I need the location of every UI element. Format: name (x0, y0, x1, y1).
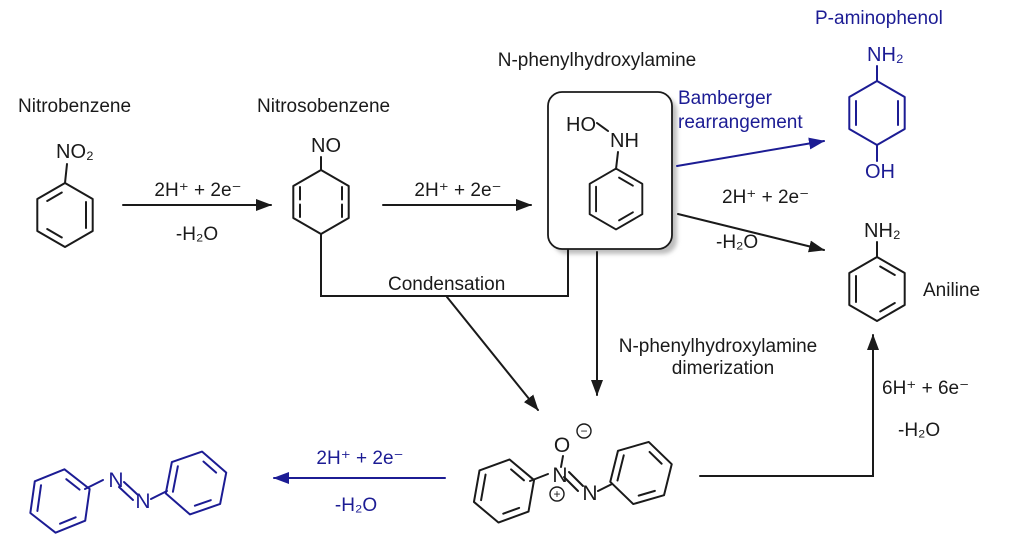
azoxy-n-ring-bond (597, 483, 613, 492)
nphenylhydroxylamine-label: N-phenylhydroxylamine (498, 50, 697, 71)
condensation-connector (320, 233, 569, 297)
paminophenol-label: P-aminophenol (815, 8, 943, 29)
step5-byproduct: -H₂O (335, 495, 377, 516)
paminophenol-nh2-label: NH₂ (867, 44, 904, 66)
azo-nn-double-bond-1 (123, 481, 139, 496)
dimerization-label-line2: dimerization (672, 358, 774, 379)
step3-arrow (677, 213, 825, 253)
nitrobenzene-label: Nitrobenzene (18, 96, 131, 117)
reaction-step-1: 2H⁺ + 2e⁻ -H₂O (122, 180, 272, 245)
azoxy-n-atom: N (582, 482, 597, 505)
nitro-group-label: NO₂ (56, 141, 94, 163)
azoxy-nn-double-bond-2 (563, 476, 579, 492)
aniline-structure: NH₂ Aniline (848, 220, 980, 322)
minus-charge-sign: − (580, 424, 587, 438)
paminophenol-ring (848, 80, 906, 146)
azoxybenzene-left-ring (470, 453, 538, 529)
amine-group-label: NH (610, 130, 639, 152)
step5-reagents: 2H⁺ + 2e⁻ (316, 448, 403, 469)
nitrosobenzene-label: Nitrosobenzene (257, 96, 390, 117)
hydroxyl-group-label: HO (566, 114, 596, 136)
step3-reagents: 2H⁺ + 2e⁻ (722, 187, 809, 208)
minus-charge-icon (576, 423, 592, 439)
dimerization-path: N-phenylhydroxylamine dimerization (591, 251, 818, 396)
azoxybenzene-right-ring (605, 434, 677, 512)
azoxybenzene-structure: N + O − N (470, 423, 677, 529)
paminophenol-oh-label: OH (865, 161, 895, 183)
azoxy-nn-double-bond-1 (568, 471, 584, 487)
nphenylhydroxylamine-structure: N-phenylhydroxylamine HO NH (498, 50, 697, 254)
nitrobenzene-structure: Nitrobenzene NO₂ (18, 96, 131, 248)
azobenzene-right-ring (161, 445, 231, 521)
nitrobenzene-ring (36, 182, 94, 248)
plus-charge-icon (549, 486, 565, 502)
step1-byproduct: -H₂O (176, 224, 218, 245)
bamberger-arrow (676, 137, 825, 167)
azoxy-o-atom: O (554, 434, 570, 457)
reaction-step-4: 6H⁺ + 6e⁻ -H₂O (699, 334, 969, 477)
azoxy-n-plus-atom: N (552, 464, 567, 487)
nitro-bond (64, 163, 68, 184)
step2-reagents: 2H⁺ + 2e⁻ (414, 180, 501, 201)
bamberger-label-line1: Bamberger (678, 88, 773, 109)
aniline-label: Aniline (923, 280, 980, 301)
nitrosobenzene-structure: Nitrosobenzene NO (257, 96, 390, 235)
bamberger-rearrangement: Bamberger rearrangement (676, 88, 825, 167)
plus-charge-sign: + (553, 487, 560, 501)
azo-n1-atom: N (108, 469, 123, 492)
reaction-step-5: 2H⁺ + 2e⁻ -H₂O (273, 448, 446, 516)
aniline-nh2-label: NH₂ (864, 220, 901, 242)
highlight-box (547, 91, 673, 250)
azo-n2-atom: N (135, 490, 150, 513)
azo-nn-double-bond-2 (118, 486, 134, 501)
step4-byproduct: -H₂O (898, 420, 940, 441)
azobenzene-structure: N N (27, 445, 231, 536)
step1-reagents: 2H⁺ + 2e⁻ (154, 180, 241, 201)
reaction-step-2: 2H⁺ + 2e⁻ (382, 180, 532, 211)
step4-arrow (699, 334, 879, 477)
azoxy-n-o-bond (560, 455, 564, 468)
azobenzene-left-ring (27, 464, 93, 536)
azo-ring-n-bond (84, 479, 104, 490)
dimerization-label-line1: N-phenylhydroxylamine (619, 336, 818, 357)
nitrosobenzene-ring (292, 169, 350, 235)
nitroso-group-label: NO (311, 135, 341, 157)
aniline-ring (848, 256, 906, 322)
nh-ring-bond (615, 151, 619, 170)
paminophenol-structure: P-aminophenol NH₂ OH (815, 8, 943, 183)
reaction-step-3: 2H⁺ + 2e⁻ -H₂O (677, 187, 825, 253)
step4-reagents: 6H⁺ + 6e⁻ (882, 378, 969, 399)
condensation-path: Condensation (320, 233, 569, 411)
step3-byproduct: -H₂O (716, 232, 758, 253)
azoxy-ring-n-bond (529, 473, 549, 482)
ho-nh-bond (596, 122, 609, 132)
azo-n-ring-bond (150, 490, 168, 500)
condensation-label: Condensation (388, 274, 505, 295)
condensation-arrow (446, 296, 539, 411)
bamberger-label-line2: rearrangement (678, 112, 803, 133)
